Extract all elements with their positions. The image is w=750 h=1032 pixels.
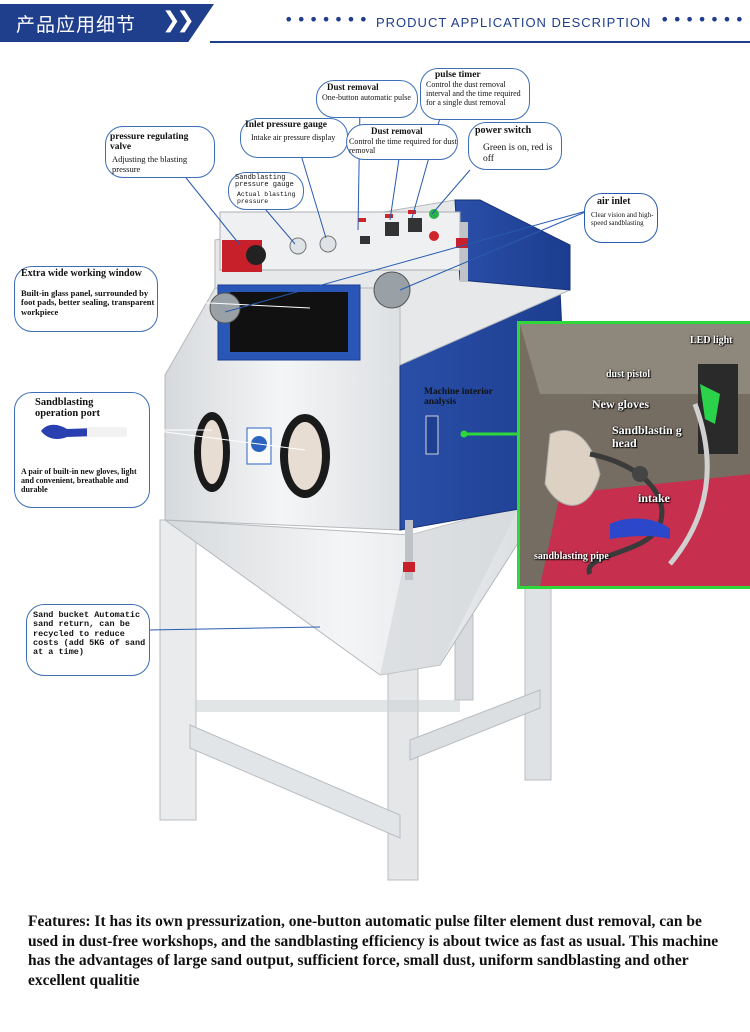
callout-pressure-valve-desc: Adjusting the blasting pressure: [112, 154, 188, 174]
interior-photo: [520, 324, 750, 586]
callout-sand-bucket: Sand bucket Automatic sand return, can b…: [26, 604, 150, 676]
callout-extra-wide-window: Extra wide working window Built-in glass…: [14, 266, 158, 332]
callout-dust-removal-time: Dust removal Control the time required f…: [346, 124, 458, 160]
header-title: 产品应用细节: [16, 14, 137, 36]
header-subtitle: PRODUCT APPLICATION DESCRIPTION: [376, 15, 652, 30]
callout-blasting-gauge-title: Sandblasting pressure gauge: [235, 174, 294, 190]
callout-pulse-timer: pulse timer Control the dust removal int…: [420, 68, 530, 120]
callout-sandblasting-operation-port: Sandblasting operation port A pair of bu…: [14, 392, 150, 508]
callout-pulse-timer-title: pulse timer: [435, 70, 481, 80]
callout-air-inlet-desc: Clear vision and high-speed sandblasting: [591, 211, 654, 228]
header: 产品应用细节 ❯❯ ••••••• PRODUCT APPLICATION DE…: [0, 0, 750, 46]
callout-dust-removal-pulse-desc: One-button automatic pulse: [322, 93, 411, 102]
callout-inlet-pressure-gauge: Inlet pressure gauge Intake air pressure…: [240, 118, 348, 158]
machine-legs: [159, 519, 552, 881]
double-chevron-icon: ❯❯: [162, 8, 195, 33]
callout-window-title: Extra wide working window: [21, 268, 142, 279]
callout-power-switch: power switch Green is on, red is off: [468, 122, 562, 170]
callout-inlet-pressure-desc: Intake air pressure display: [251, 133, 336, 142]
callout-air-inlet: air inlet Clear vision and high-speed sa…: [584, 193, 658, 243]
callout-pressure-regulating-valve: pressure regulating valve Adjusting the …: [105, 126, 215, 178]
callout-pulse-timer-desc: Control the dust removal interval and th…: [426, 80, 521, 107]
callout-power-switch-title: power switch: [475, 125, 532, 136]
working-window-glass: [230, 292, 348, 352]
inset-label-led-light: LED light: [690, 335, 733, 346]
callout-sand-bucket-desc: Sand bucket Automatic sand return, can b…: [33, 610, 146, 658]
callout-dust-removal-time-desc: Control the time required for dust remov…: [349, 137, 457, 156]
features-description: Features: It has its own pressurization,…: [28, 913, 719, 989]
callout-dust-removal-time-title: Dust removal: [371, 126, 423, 136]
callout-operation-port-desc: A pair of built-in new gloves, light and…: [21, 467, 137, 495]
callout-pressure-valve-title: pressure regulating valve: [110, 132, 189, 152]
callout-inlet-pressure-title: Inlet pressure gauge: [245, 120, 327, 130]
inset-label-sandblasting-pipe: sandblasting pipe: [534, 551, 609, 562]
inset-label-dust-pistol: dust pistol: [606, 369, 651, 380]
header-dots-right: •••••••: [660, 10, 748, 29]
callout-machine-interior: Machine interior analysis: [424, 387, 493, 407]
inset-label-sandblasting-head: Sandblastin g head: [612, 423, 682, 450]
callout-sandblasting-pressure-gauge: Sandblasting pressure gauge Actual blast…: [228, 172, 304, 210]
callout-leader-lines: [149, 299, 311, 451]
callout-dust-removal-pulse: Dust removal One-button automatic pulse: [316, 80, 418, 118]
callout-dust-removal-pulse-title: Dust removal: [327, 82, 379, 92]
gloves-icon: [41, 424, 127, 439]
header-banner: [0, 4, 214, 42]
callout-operation-port-title: Sandblasting operation port: [35, 397, 101, 420]
callout-air-inlet-title: air inlet: [597, 196, 631, 207]
callout-power-switch-desc: Green is on, red is off: [483, 143, 553, 164]
machine-interior-inset: LED light dust pistol New gloves Sandbla…: [517, 321, 750, 589]
header-underline: [210, 41, 750, 43]
inset-label-intake: intake: [638, 491, 671, 505]
callout-window-desc: Built-in glass panel, surrounded by foot…: [21, 288, 155, 317]
callout-blasting-gauge-desc: Actual blasting pressure: [237, 191, 296, 206]
header-dots-left: •••••••: [284, 10, 372, 29]
inset-label-new-gloves: New gloves: [592, 397, 649, 411]
